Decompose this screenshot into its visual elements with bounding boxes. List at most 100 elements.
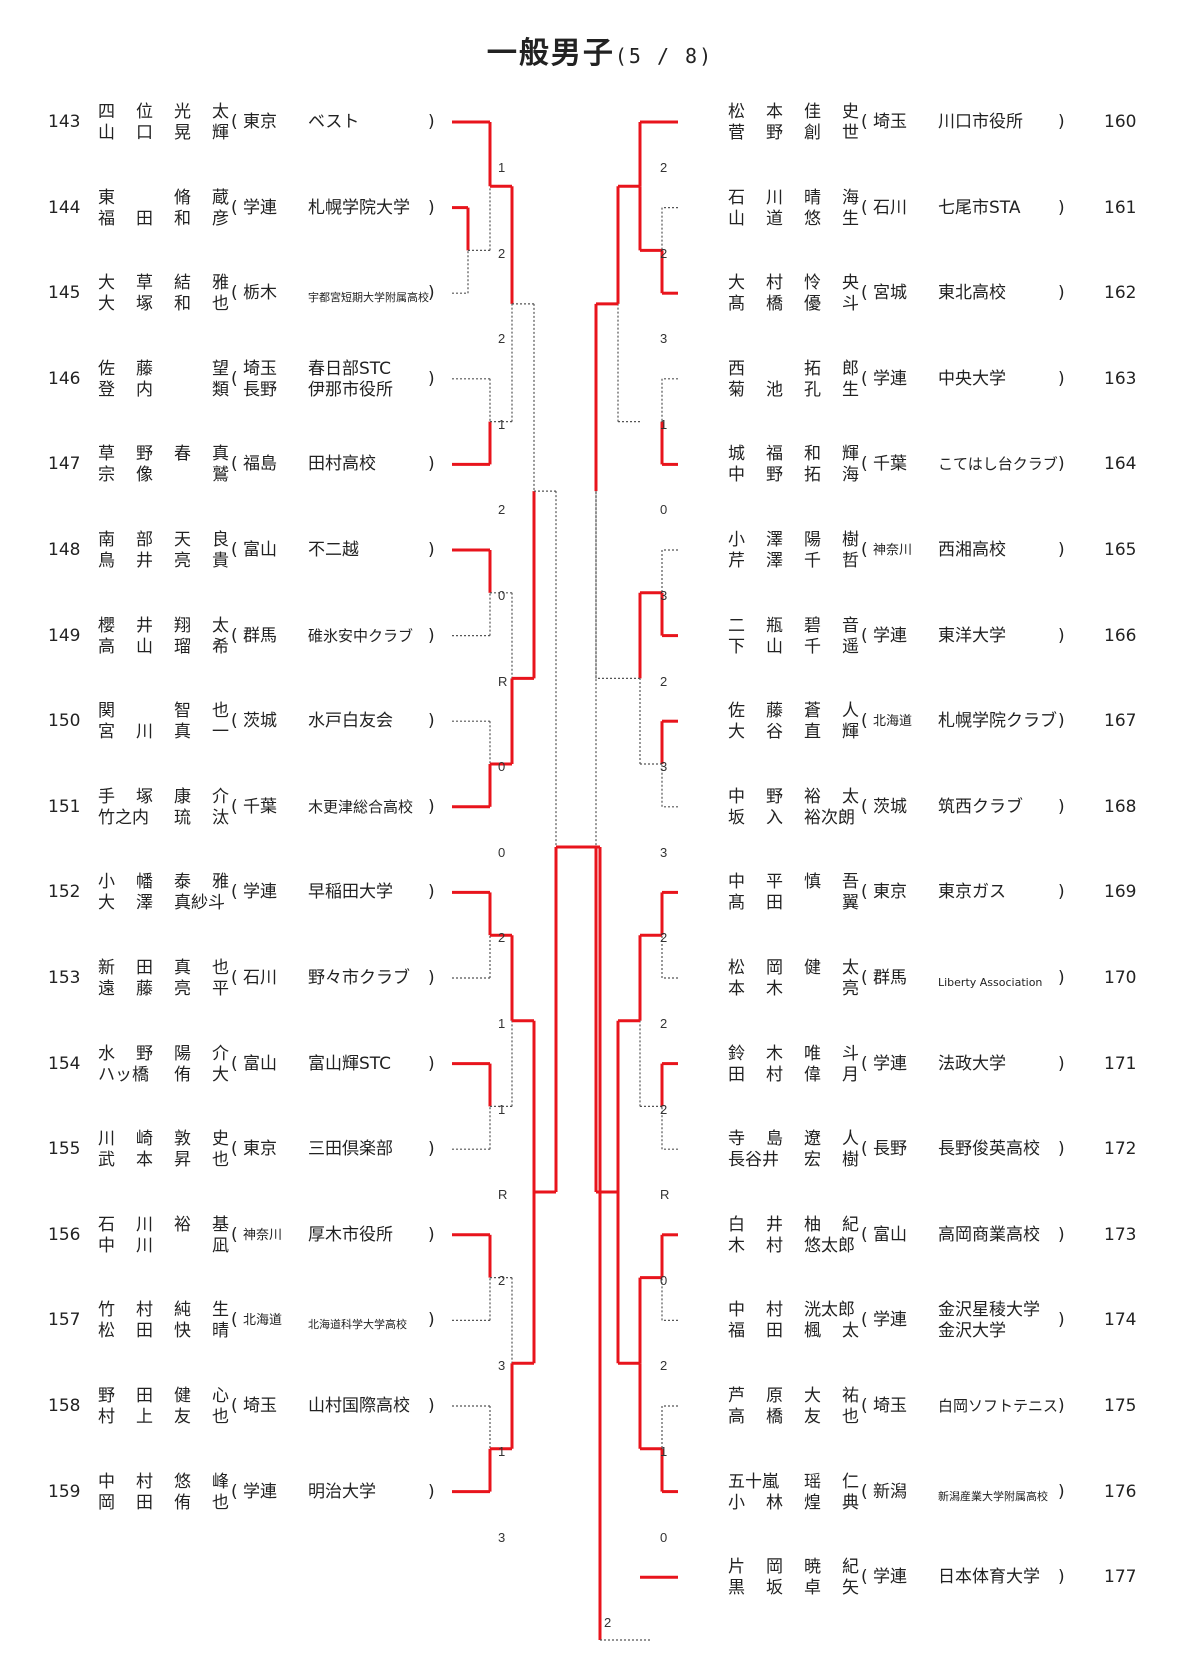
player2-name-part: 悠 xyxy=(804,208,821,229)
paren-close: ) xyxy=(428,711,435,732)
score-l-13: 2 xyxy=(498,1272,506,1288)
seed-number: 151 xyxy=(48,796,81,817)
score-l-10: 1 xyxy=(498,1016,506,1031)
player2-name-part: 孔 xyxy=(804,379,821,400)
player2-name-part: 鷲 xyxy=(212,465,229,486)
score-c-0: 2 xyxy=(604,1615,612,1630)
paren-open: ( xyxy=(861,1224,868,1245)
player1-name-part: 澤 xyxy=(766,530,783,550)
player2-name-part: 悠太郎 xyxy=(804,1235,855,1256)
paren-close: ) xyxy=(1058,197,1065,218)
prefecture: 茨城 xyxy=(243,711,277,732)
player1-name-part: 良 xyxy=(212,530,229,550)
player2-name-part: 千 xyxy=(804,636,821,657)
prefecture: 富山 xyxy=(243,540,277,560)
prefecture: 北海道 xyxy=(873,714,913,730)
player1-name-part: 木 xyxy=(766,1043,783,1064)
player1-name-part: 田 xyxy=(136,958,153,978)
player1-name-part: 介 xyxy=(212,786,229,807)
player2-name-part: 昇 xyxy=(174,1150,191,1171)
player1-name-part: 鈴 xyxy=(728,1043,745,1064)
player1-name-part: 和 xyxy=(804,444,821,465)
player1-name-part: 原 xyxy=(766,1386,783,1406)
prefecture: 学連 xyxy=(873,625,907,646)
player1-name-part: 唯 xyxy=(804,1043,821,1064)
player1-name-part: 輝 xyxy=(842,444,859,465)
player2-name-part: 川 xyxy=(136,1235,153,1256)
player1-name-part: 郎 xyxy=(842,358,859,379)
player1-name-part: 石 xyxy=(728,187,745,208)
prefecture: 福島 xyxy=(243,454,277,475)
paren-close: ) xyxy=(1058,1481,1065,1502)
player1-name-part: 井 xyxy=(766,1214,783,1235)
player2-name-part: 和 xyxy=(174,294,191,315)
score-l-11: 1 xyxy=(498,1101,506,1117)
player1-name-part: 海 xyxy=(842,187,859,208)
score-r-11: 2 xyxy=(660,1101,668,1117)
player1-name-part: 結 xyxy=(174,273,191,294)
player1-name-part: 介 xyxy=(212,1043,229,1064)
player1-name-part: 佐 xyxy=(98,358,115,379)
seed-number: 155 xyxy=(48,1139,81,1160)
player2-name-part: 和 xyxy=(174,208,191,229)
player1-name-part: 碧 xyxy=(804,615,821,636)
player1-name-part: 也 xyxy=(212,701,229,722)
club-name: 東洋大学 xyxy=(938,625,1006,646)
seed-number: 152 xyxy=(48,882,81,903)
player2-name-part: 侑 xyxy=(174,1064,191,1085)
player1-name-part: 草 xyxy=(98,444,115,465)
club-name: 西湘高校 xyxy=(938,540,1006,560)
player1-name-part: 蔵 xyxy=(212,187,229,208)
player2-name-part: 橋 xyxy=(766,294,783,315)
title-text: 一般男子 xyxy=(486,36,615,71)
player2-name-part: 大 xyxy=(98,294,115,315)
player2-name-part: 山 xyxy=(136,636,153,657)
player2-name-part: 松 xyxy=(98,1321,115,1342)
prefecture: 群馬 xyxy=(243,625,277,646)
paren-close: ) xyxy=(1058,1567,1065,1588)
player2-name-part: 也 xyxy=(842,1407,859,1427)
player1-name-part: 真 xyxy=(212,444,229,465)
score-l-4: 2 xyxy=(498,502,506,518)
paren-close: ) xyxy=(1058,1139,1065,1160)
paren-close: ) xyxy=(1058,454,1065,475)
player1-name-part: 関 xyxy=(98,701,115,722)
player2-name-part: 侑 xyxy=(174,1492,191,1513)
player2-name-part: 彦 xyxy=(212,208,229,229)
club-name: 三田倶楽部 xyxy=(308,1139,393,1160)
player1-name-part: 二 xyxy=(728,615,745,636)
player1-name-part: 位 xyxy=(136,102,153,122)
player2-name-part: 竹之内 xyxy=(98,807,149,828)
player2-name-part: 田 xyxy=(766,1321,783,1342)
seed-number: 143 xyxy=(48,112,81,132)
score-r-5: 3 xyxy=(660,588,668,603)
paren-close: ) xyxy=(428,1310,435,1331)
player1-name-part: 川 xyxy=(766,187,783,208)
player1-name-part: 中 xyxy=(98,1471,115,1492)
seed-number: 147 xyxy=(48,454,81,475)
seed-number: 165 xyxy=(1104,540,1137,560)
club-name: Liberty Association xyxy=(938,976,1043,989)
player1-name-part: 泰 xyxy=(174,872,191,893)
player1-name-part: 晴 xyxy=(804,187,821,208)
player2-name-part: 村 xyxy=(98,1407,115,1427)
paren-open: ( xyxy=(861,882,868,903)
seed-number: 164 xyxy=(1104,454,1137,475)
paren-open: ( xyxy=(231,540,238,560)
seed-number: 158 xyxy=(48,1396,81,1416)
seed-number: 163 xyxy=(1104,368,1137,389)
player1-name-part: 心 xyxy=(212,1386,229,1406)
player2-name-part: 池 xyxy=(766,379,783,400)
player2-name-part: 一 xyxy=(212,722,229,743)
paren-close: ) xyxy=(428,1224,435,1245)
player1-name-part: 平 xyxy=(766,872,783,893)
player1-name-part: 野 xyxy=(136,1043,153,1064)
